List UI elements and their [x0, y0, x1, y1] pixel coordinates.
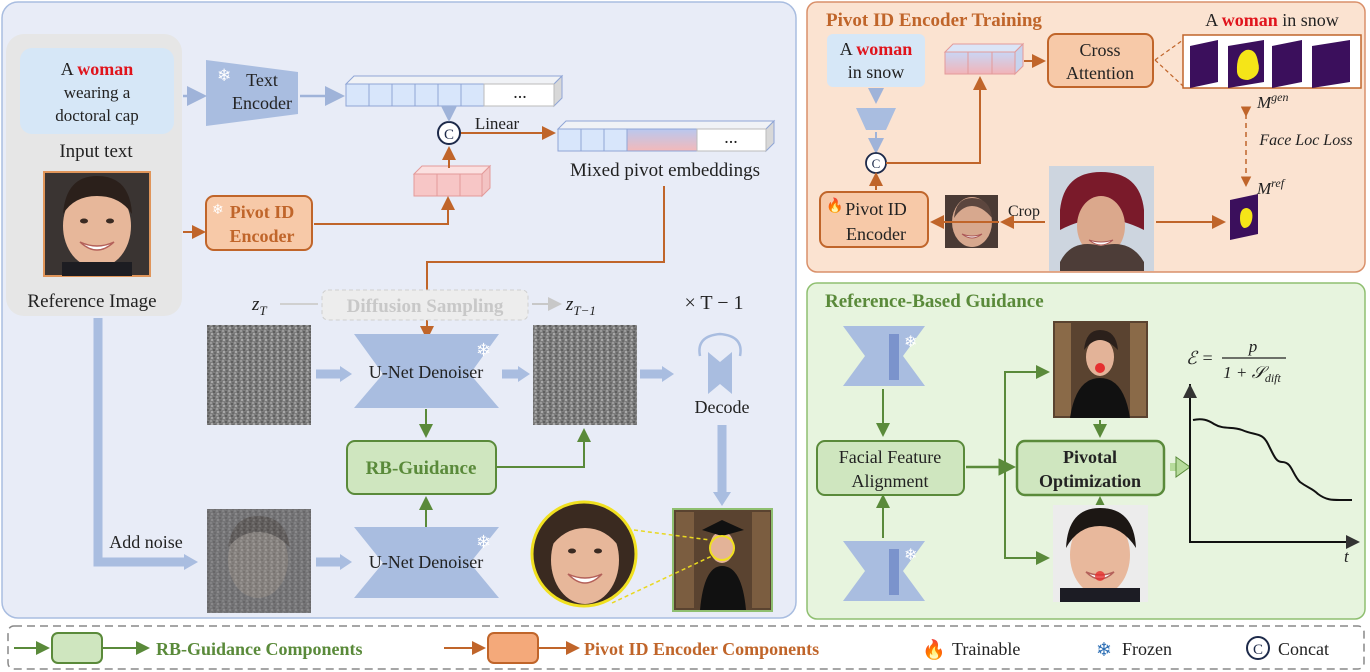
- repeat-label: × T − 1: [684, 292, 743, 314]
- text-encoder: [206, 60, 298, 126]
- decoder-icon: [708, 352, 732, 394]
- noise-latent-zt1: [533, 325, 637, 425]
- legend-box: [7, 625, 1365, 670]
- facial-feature-line1: Facial Feature: [839, 447, 941, 467]
- generated-output-image: [672, 508, 773, 612]
- diffusion-sampling-box: [321, 289, 529, 321]
- diffusion-sampling-label: Diffusion Sampling: [347, 296, 504, 317]
- prompt-box: [20, 48, 174, 134]
- loss-formula-denominator: 1 + 𝒮dift: [1223, 363, 1281, 385]
- legend-trainable-label: Trainable: [952, 639, 1020, 659]
- snowflake-icon: ❄: [212, 203, 224, 218]
- text-encoder-line2: Encoder: [232, 93, 292, 113]
- main-prompt-line3: doctoral cap: [55, 106, 139, 125]
- snowflake-icon: ❄: [476, 340, 491, 360]
- training-prompt-line1: A woman: [840, 39, 913, 59]
- snow-reference-image: [1049, 166, 1154, 271]
- training-concat-label: C: [872, 156, 881, 171]
- crop-label: Crop: [1008, 203, 1040, 220]
- pivot-id-encoder-main: [205, 195, 313, 251]
- m-ref-label: Mref: [1256, 176, 1286, 198]
- rb-guidance-box: [346, 440, 497, 495]
- pivotal-line2: Optimization: [1039, 471, 1141, 491]
- training-prompt-line2: in snow: [848, 62, 905, 82]
- training-pivot-id-line1: Pivot ID: [845, 199, 907, 219]
- cross-attention-line2: Attention: [1066, 63, 1134, 83]
- cross-attention-line1: Cross: [1079, 40, 1120, 60]
- pivot-id-main-line2: Encoder: [230, 226, 295, 246]
- unet-top-label: U-Net Denoiser: [369, 362, 483, 382]
- facial-feature-line2: Alignment: [852, 471, 929, 491]
- legend-frozen-label: Frozen: [1122, 639, 1172, 659]
- snowflake-icon: ❄: [1096, 640, 1112, 661]
- fire-icon: 🔥: [922, 638, 946, 661]
- snowflake-icon: ❄: [217, 66, 231, 85]
- training-pivot-id-line2: Encoder: [846, 224, 906, 244]
- rb-guidance-label: RB-Guidance: [366, 458, 477, 479]
- reference-image: [43, 171, 151, 277]
- unet-bottom-label: U-Net Denoiser: [369, 552, 483, 572]
- guided-generated-image: [1053, 321, 1148, 418]
- fire-icon: 🔥: [826, 197, 843, 214]
- pivotal-optimization-box: [1015, 439, 1166, 497]
- text-embeddings: [344, 74, 564, 108]
- legend-rb-label: RB-Guidance Components: [156, 639, 363, 659]
- attention-maps: [1182, 34, 1362, 89]
- zoomed-face: [530, 500, 638, 608]
- training-pivot-id-encoder: [819, 191, 929, 248]
- z-t1-label: zT−1: [565, 294, 596, 318]
- add-noise-label: Add noise: [109, 532, 183, 552]
- legend-concat-icon: [1246, 636, 1270, 660]
- legend-concat-label: Concat: [1278, 639, 1329, 659]
- legend-pivot-label: Pivot ID Encoder Components: [584, 639, 819, 659]
- text-embeddings-ellipsis: ...: [513, 82, 527, 102]
- face-loc-loss-label: Face Loc Loss: [1258, 132, 1352, 149]
- legend-concat-symbol: C: [1253, 642, 1263, 658]
- snowflake-icon: ❄: [904, 334, 917, 351]
- text-encoder-line1: Text: [246, 70, 278, 90]
- id-embeddings: [412, 164, 492, 198]
- linear-label: Linear: [475, 114, 520, 133]
- unet-denoiser-top: [354, 334, 499, 408]
- concat-node-label: C: [444, 127, 454, 143]
- mixed-embeddings-ellipsis: ...: [724, 127, 738, 147]
- loss-formula-lhs: ℰ =: [1186, 348, 1214, 368]
- z-t-label: zT: [251, 294, 267, 318]
- legend-rb-box: [51, 632, 103, 664]
- feature-extractor-top: ❄: [843, 326, 925, 386]
- facial-feature-alignment-box: [816, 440, 965, 496]
- main-prompt-line2: wearing a: [64, 83, 131, 102]
- guidance-title: Reference-Based Guidance: [825, 291, 1044, 312]
- axis-t-label: t: [1344, 547, 1350, 566]
- loss-formula-numerator: p: [1248, 337, 1258, 356]
- unet-denoiser-bottom: [354, 527, 499, 598]
- training-title: Pivot ID Encoder Training: [826, 10, 1042, 31]
- training-prompt-box: [827, 34, 925, 87]
- noise-latent-zt: [207, 325, 311, 425]
- guided-reference-image: [1053, 505, 1148, 602]
- input-text-label: Input text: [59, 141, 133, 162]
- reference-mask: [1230, 194, 1258, 240]
- feature-extractor-bottom: ❄: [843, 541, 925, 601]
- legend-pivot-box: [487, 632, 539, 664]
- reference-image-label: Reference Image: [27, 291, 156, 312]
- noised-reference-image: [207, 509, 311, 613]
- cross-attention-box: [1047, 33, 1154, 88]
- training-text-encoder: [856, 108, 896, 130]
- snowflake-icon: ❄: [904, 547, 917, 564]
- m-gen-label: Mgen: [1256, 90, 1289, 112]
- decode-label: Decode: [695, 397, 750, 417]
- snowflake-icon: ❄: [476, 532, 491, 552]
- attention-caption: A woman in snow: [1205, 10, 1339, 30]
- pivot-id-main-line1: Pivot ID: [230, 202, 295, 222]
- mixed-pivot-embeddings: [556, 119, 776, 153]
- main-prompt-line1: A woman: [61, 59, 134, 79]
- loss-curve: [1192, 418, 1352, 501]
- training-mixed-embeddings: [943, 42, 1025, 76]
- concat-node: [437, 121, 461, 145]
- mixed-embeddings-label: Mixed pivot embeddings: [570, 160, 760, 181]
- pivotal-line1: Pivotal: [1063, 447, 1117, 467]
